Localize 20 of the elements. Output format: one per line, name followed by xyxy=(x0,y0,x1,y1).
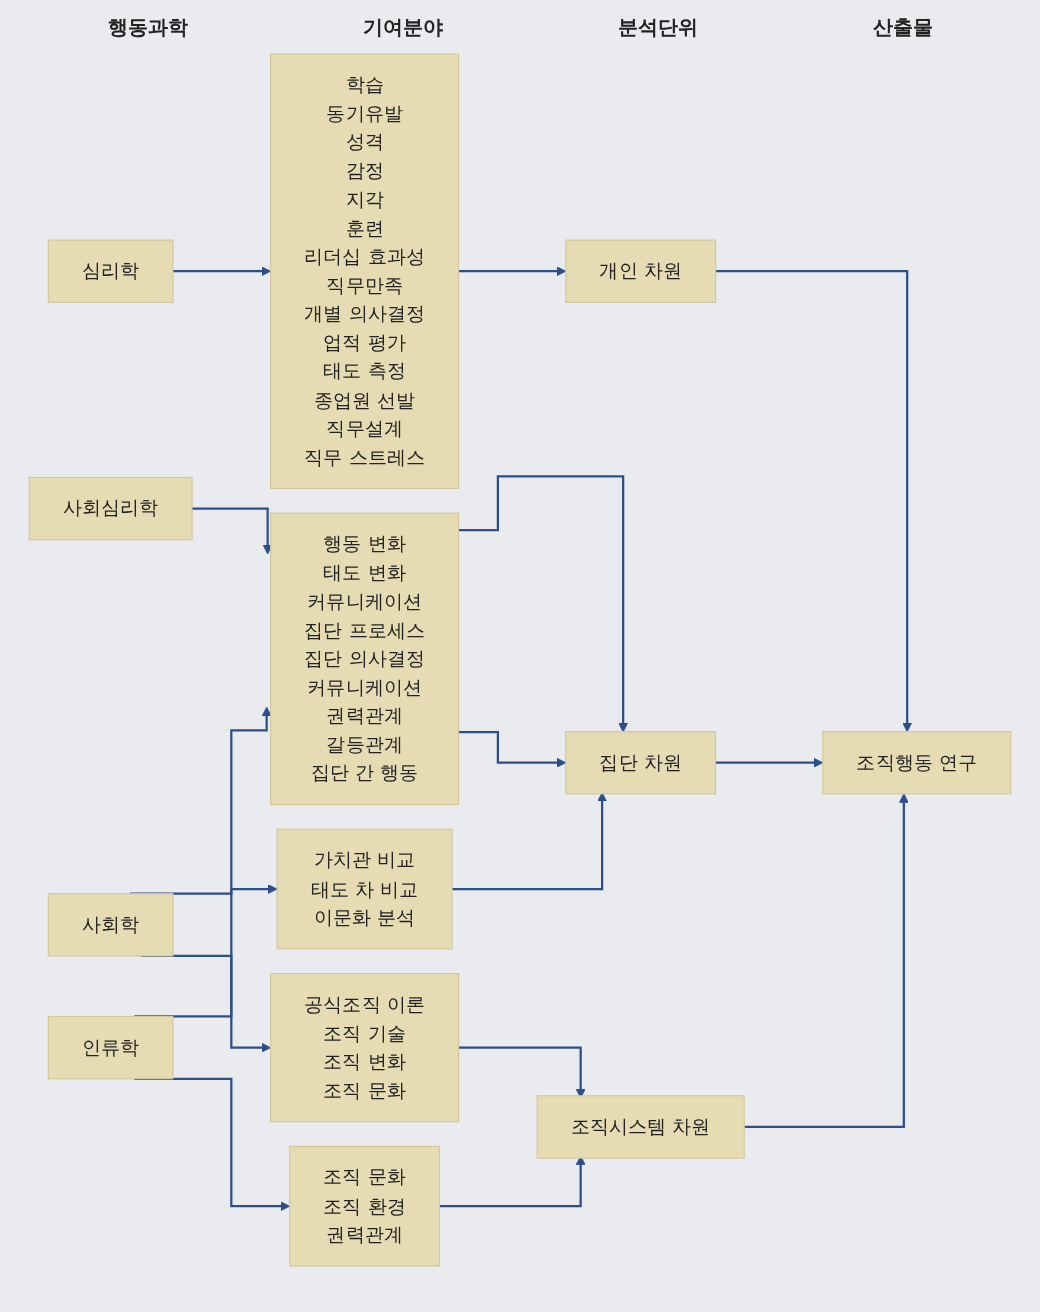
node-box: 집단 차원 xyxy=(565,731,717,795)
node-box: 사회학 xyxy=(47,893,174,957)
node-box: 조직 문화 조직 환경 권력관계 xyxy=(289,1145,441,1267)
node-box: 조직행동 연구 xyxy=(822,731,1012,795)
node-box: 인류학 xyxy=(47,1015,174,1080)
node-box: 가치관 비교 태도 차 비교 이문화 분석 xyxy=(276,828,453,950)
arrow xyxy=(458,475,629,733)
node-box: 공식조직 이론 조직 기술 조직 변화 조직 문화 xyxy=(270,972,460,1123)
node-box: 개인 차원 xyxy=(565,239,717,303)
node-box: 사회심리학 xyxy=(28,476,193,541)
node-box: 심리학 xyxy=(47,239,174,303)
node-box: 조직시스템 차원 xyxy=(536,1095,745,1159)
arrow xyxy=(715,270,913,733)
column-heading: 산출물 xyxy=(872,14,933,41)
column-heading: 기여분야 xyxy=(362,14,443,41)
node-box: 학습 동기유발 성격 감정 지각 훈련 리더십 효과성 직무만족 개별 의사결정 업적 평가 태도 측정 종업원 선발 직무설계 직무 스트레스 xyxy=(270,53,460,490)
arrow xyxy=(744,793,909,1129)
node-box: 행동 변화 태도 변화 커뮤니케이션 집단 프로세스 집단 의사결정 커뮤니케이션 권력관계 갈등관계 집단 간 행동 xyxy=(270,512,460,806)
column-heading: 행동과학 xyxy=(107,14,188,41)
column-heading: 분석단위 xyxy=(617,14,698,41)
